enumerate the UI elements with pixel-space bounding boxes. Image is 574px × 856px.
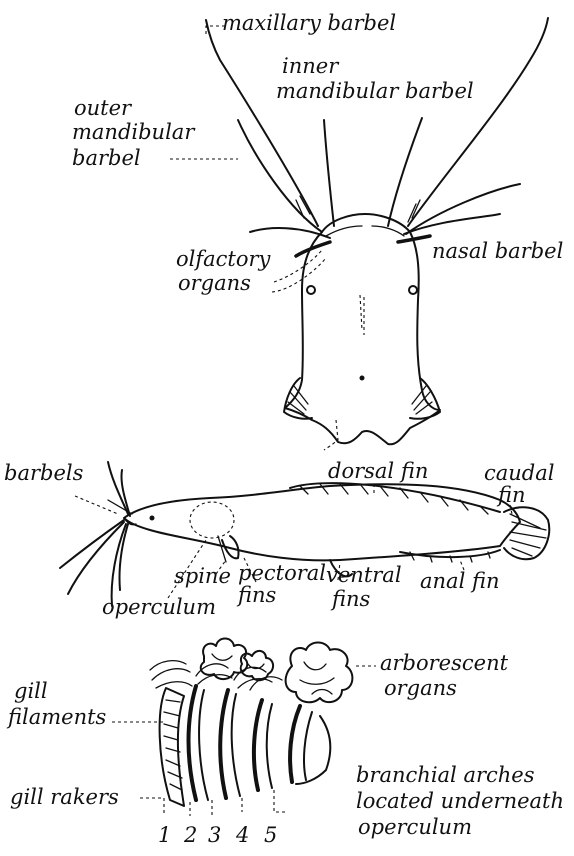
label-operculum: operculum: [102, 596, 216, 619]
arch-number-5: 5: [264, 824, 277, 847]
label-gill-rakers: gill rakers: [10, 786, 119, 809]
label-outer-mandibular-2: mandibular: [72, 121, 194, 144]
label-gill-filaments-1: gill: [14, 680, 48, 703]
label-dorsal-fin: dorsal fin: [328, 460, 428, 483]
label-branchial-3: operculum: [358, 816, 472, 839]
label-pectoral-1: pectoral: [238, 562, 326, 585]
label-branchial-2: located underneath: [356, 790, 564, 813]
bottom-leader-lines: [112, 666, 376, 816]
label-anal-fin: anal fin: [420, 570, 500, 593]
label-ventral-2: fins: [332, 588, 370, 611]
arch-number-4: 4: [236, 824, 249, 847]
label-arborescent-1: arborescent: [380, 652, 508, 675]
label-caudal-1: caudal: [484, 462, 555, 485]
label-outer-mandibular-3: barbel: [72, 147, 141, 170]
label-ventral-1: ventral: [326, 564, 402, 587]
label-caudal-2: fin: [498, 484, 526, 507]
label-olfactory-2: organs: [178, 272, 251, 295]
label-gill-filaments-2: filaments: [8, 706, 106, 729]
label-maxillary-barbel: maxillary barbel: [222, 12, 396, 35]
label-arborescent-2: organs: [384, 677, 457, 700]
label-olfactory-1: olfactory: [176, 248, 270, 271]
gill-arches: [150, 639, 352, 807]
label-barbels: barbels: [4, 462, 83, 485]
label-spine: spine: [174, 565, 231, 588]
arch-number-2: 2: [184, 824, 197, 847]
label-pectoral-2: fins: [238, 584, 276, 607]
label-outer-mandibular-1: outer: [74, 97, 131, 120]
arch-number-3: 3: [208, 824, 221, 847]
label-branchial-1: branchial arches: [356, 764, 535, 787]
label-nasal-barbel: nasal barbel: [432, 240, 563, 263]
arch-number-1: 1: [158, 824, 171, 847]
label-inner-mandibular-2: mandibular barbel: [276, 80, 474, 103]
label-inner-mandibular-1: inner: [282, 55, 338, 78]
